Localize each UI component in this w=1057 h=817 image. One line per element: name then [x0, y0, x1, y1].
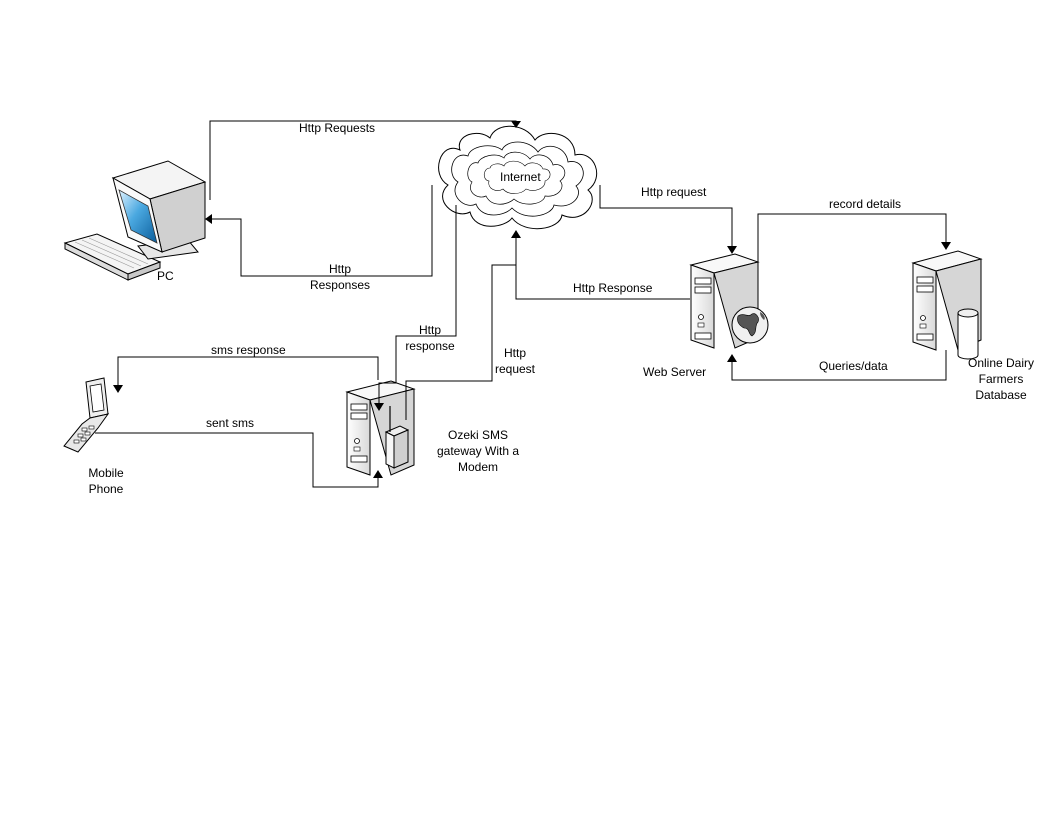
mobile-phone-icon: [63, 377, 110, 453]
edge-record-details: [757, 213, 947, 298]
node-label-database-line3: Database: [975, 388, 1027, 402]
node-label-database: Online Dairy Farmers Database: [955, 355, 1047, 403]
edge-sent-sms: [95, 432, 379, 488]
edge-label-http-responses-line2: Responses: [309, 278, 371, 292]
edge-label-gateway-http-response: Http response: [400, 322, 460, 354]
node-label-database-line2: Farmers: [978, 372, 1024, 386]
edge-label-sms-response: sms response: [211, 343, 286, 357]
node-label-gateway-line2: gateway With a: [436, 444, 520, 458]
edge-sms-response: [117, 356, 379, 385]
pc-icon: [63, 160, 207, 281]
edge-label-http-responses-line1: Http: [328, 262, 351, 276]
node-label-database-line1: Online Dairy: [967, 356, 1035, 370]
cloud-icon: [438, 125, 598, 230]
edge-label-http-response-webserver: Http Response: [573, 281, 653, 295]
edge-label-record-details: record details: [829, 197, 902, 211]
edge-label-gateway-http-request-line2: request: [494, 362, 536, 376]
edge-label-gateway-http-request-line1: Http: [503, 346, 526, 360]
edge-label-http-responses: Http Responses: [300, 261, 380, 293]
globe-icon: [731, 306, 769, 344]
node-label-pc: PC: [157, 269, 174, 283]
edge-http-request-webserver: [599, 185, 733, 248]
edge-label-gateway-http-response-line2: response: [405, 339, 455, 353]
node-label-mobile-line1: Mobile: [88, 466, 124, 480]
edge-label-gateway-http-request: Http request: [488, 345, 542, 377]
edge-gateway-http-response: [378, 205, 457, 404]
node-label-mobile: Mobile Phone: [76, 465, 136, 497]
connectors: [95, 120, 951, 488]
modem-icon: [384, 406, 410, 469]
edge-label-queries-data: Queries/data: [819, 359, 888, 373]
edge-label-http-request-webserver: Http request: [641, 185, 707, 199]
edge-http-responses: [212, 185, 433, 277]
edge-label-http-requests: Http Requests: [299, 121, 376, 135]
node-label-gateway: Ozeki SMS gateway With a Modem: [426, 427, 530, 475]
node-label-internet: Internet: [500, 170, 541, 184]
node-label-mobile-line2: Phone: [88, 482, 124, 496]
database-cylinder-icon: [957, 308, 979, 360]
edge-label-gateway-http-response-line1: Http: [418, 323, 441, 337]
edge-label-sent-sms: sent sms: [206, 416, 255, 430]
node-label-gateway-line1: Ozeki SMS: [447, 428, 508, 442]
node-label-gateway-line3: Modem: [457, 460, 498, 474]
node-label-web-server: Web Server: [643, 365, 707, 379]
edge-gateway-http-request: [405, 238, 517, 420]
edge-queries-data: [731, 350, 947, 381]
